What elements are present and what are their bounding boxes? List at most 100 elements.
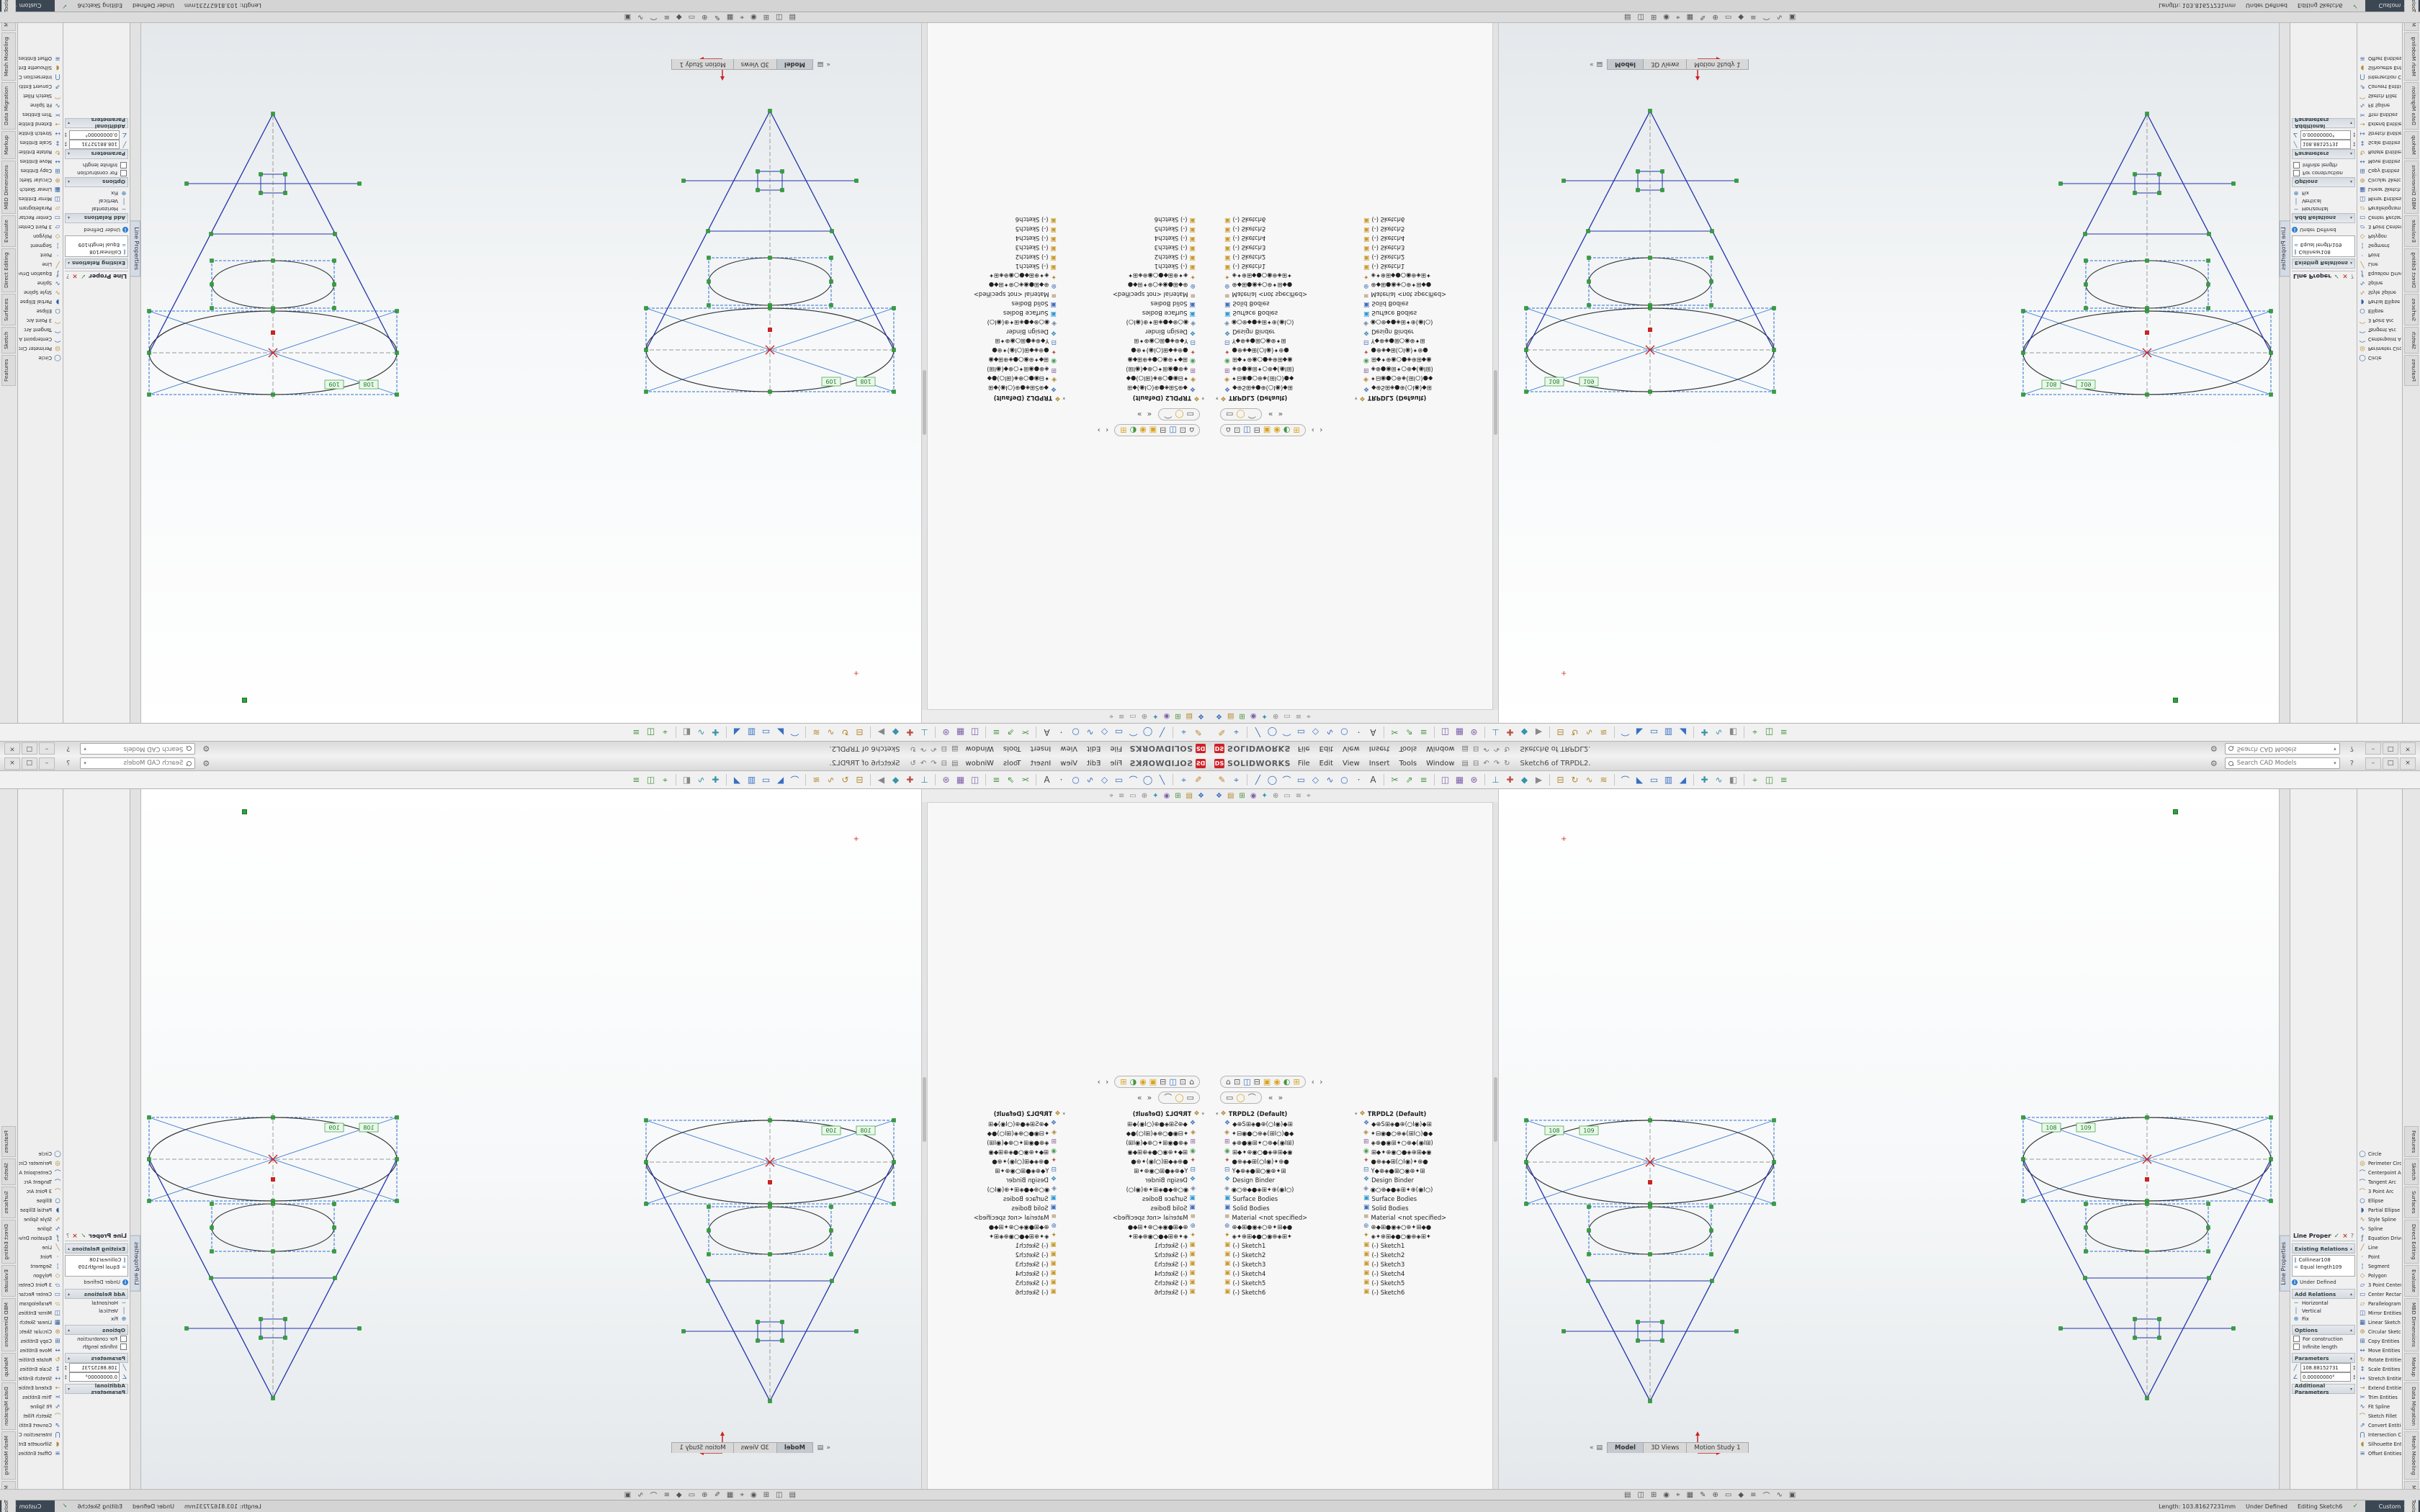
tab-mesh-modeling[interactable]: Mesh Modeling <box>2404 1431 2419 1480</box>
tab-model[interactable]: Model <box>1607 1442 1644 1453</box>
tree-item[interactable]: ▣(-) Sketch4 <box>1355 234 1489 243</box>
tree-item[interactable]: ▣Surface Bodies <box>1216 1194 1350 1203</box>
extrude-icon[interactable]: ⊟ <box>856 727 864 737</box>
tree-item[interactable]: ❖Design Binder <box>931 1175 1065 1184</box>
propertymanager-icon[interactable]: ▤ <box>1186 712 1193 721</box>
pencil-icon[interactable]: ✎ <box>1700 13 1706 22</box>
tree-item[interactable]: ▣(-) Sketch2 <box>1216 253 1350 262</box>
hide-show-items-icon[interactable]: ◐ <box>1129 1077 1137 1086</box>
tree-item[interactable]: ▣Surface Bodies <box>1070 1194 1204 1203</box>
tree-item[interactable]: ⊟Y◆⊕◈●⊞○◉⊕✦⊞ <box>1216 1166 1350 1175</box>
display-relations-icon[interactable]: ⊥ <box>1492 727 1500 737</box>
displaymanager-icon[interactable]: ✦ <box>1152 791 1159 800</box>
tree-item[interactable]: ▣Solid Bodies <box>1216 1203 1350 1212</box>
restore-button[interactable]: □ <box>2383 757 2398 770</box>
tree-item[interactable]: ≡Material <not specified> <box>931 1212 1065 1222</box>
tree-item[interactable]: ✦●⊕◈◆⊞(○I◉)✦⊕● <box>931 1156 1065 1166</box>
swept-icon[interactable]: ∿ <box>1585 727 1593 737</box>
circular-pattern-icon[interactable]: ⊛ <box>942 727 950 737</box>
evaluate-icon[interactable]: ≡ <box>1780 775 1788 785</box>
checkbox[interactable] <box>2293 1336 2300 1342</box>
tab-scroll-icon[interactable]: ▤ <box>817 60 824 68</box>
propertymanager-icon[interactable]: ▤ <box>1227 712 1234 721</box>
zoom-fit-icon[interactable]: ⌂ <box>1226 1077 1231 1086</box>
tree-item[interactable]: ◈✦⊟◉●○⊕◈(⊞I○)●◆ <box>931 374 1065 384</box>
sketch-tool-scale-entities[interactable]: ↕Scale Entities <box>2359 1364 2401 1374</box>
redo-icon[interactable]: ↷ <box>920 759 927 768</box>
zoom-area-icon[interactable]: ⊡ <box>1233 426 1241 435</box>
circle-icon[interactable]: ◯ <box>1267 727 1278 737</box>
parameters-header[interactable]: Parameters ▴ <box>65 1353 128 1363</box>
tree-expander-icon[interactable]: ▾ <box>1355 395 1358 401</box>
instant3d-icon[interactable]: ◧ <box>1729 727 1738 737</box>
sketch-tool-parallelogram[interactable]: ▱Parallelogram <box>19 1299 61 1308</box>
sketch-tool-rotate-entities[interactable]: ↻Rotate Entities <box>19 148 61 157</box>
nav-last-icon[interactable]: » <box>1278 410 1283 419</box>
sketch-tool-offset-entities[interactable]: ≡Offset Entities <box>2359 1449 2401 1458</box>
sketch-tool-stretch-entities[interactable]: ↦Stretch Entities <box>19 1374 61 1383</box>
relation-item[interactable]: ∥ Collinear108 <box>2294 1256 2353 1264</box>
tree-item[interactable]: ▣(-) Sketch1 <box>931 262 1065 271</box>
section-view-icon[interactable]: ⊟ <box>1160 426 1167 435</box>
nav-last-icon[interactable]: » <box>1137 410 1142 419</box>
nav-forward-icon[interactable]: › <box>1097 1077 1101 1086</box>
viewport-icon[interactable]: ◫ <box>776 1490 783 1499</box>
gear-icon[interactable]: ⚙ <box>2210 758 2218 768</box>
tree-root-item[interactable]: ▾❖TRPDL2 (Default) <box>1070 1109 1204 1119</box>
option-infinite-length[interactable]: Infinite length <box>2292 1343 2355 1351</box>
tree-item[interactable]: ◉⊞◆✦⊕◉○●◈⊕⊞◆◉ <box>1216 356 1350 365</box>
tree-item[interactable]: ❖Design Binder <box>1216 1175 1350 1184</box>
mirror-entities-icon[interactable]: ◫ <box>970 775 980 785</box>
filter-icon[interactable]: ▭ <box>1129 712 1137 721</box>
nav-back-icon[interactable]: ‹ <box>1105 1077 1109 1086</box>
existing-relations-list[interactable]: ∥ Collinear108 = Equal length109 <box>65 235 128 257</box>
tree-item[interactable]: ❖Design Binder <box>1355 1175 1489 1184</box>
polygon-icon[interactable]: ◇ <box>1101 727 1108 737</box>
smart-dimension-icon[interactable]: ⌖ <box>1181 774 1186 785</box>
linear-pattern-icon[interactable]: ▦ <box>1455 727 1464 737</box>
cancel-button[interactable]: × <box>2342 1232 2348 1240</box>
filter-icon[interactable]: ▤ <box>1624 1490 1631 1499</box>
close-button[interactable]: × <box>2400 757 2416 770</box>
sphere-icon[interactable]: ◉ <box>1663 13 1670 22</box>
sketch-tool-parallelogram[interactable]: ▱Parallelogram <box>19 204 61 213</box>
pattern-icon[interactable]: ▦ <box>1686 13 1694 22</box>
tree-item[interactable]: ◈◉○⊕◆●◈⊞✦⊕(◉I○) <box>1355 1184 1489 1194</box>
arc-view-icon[interactable]: ⌒ <box>1247 1093 1256 1102</box>
tree-item[interactable]: ≡Material <not specified> <box>1216 290 1350 300</box>
ellipse-icon[interactable]: ○ <box>1340 727 1348 737</box>
rapid-sketch-icon[interactable]: ▶ <box>1535 727 1543 737</box>
additional-parameters-header[interactable]: Additional Parameters ▾ <box>2292 117 2355 130</box>
tree-item[interactable]: ≡Material <not specified> <box>1070 1212 1204 1222</box>
sketch-tool-style-spline[interactable]: ∿Style Spline <box>19 288 61 297</box>
angle-field[interactable]: 0.00000000° <box>2300 130 2352 140</box>
rib-icon[interactable]: ▥ <box>747 727 756 737</box>
loft-icon[interactable]: ≋ <box>812 727 820 737</box>
option-for-construction[interactable]: For construction <box>2292 169 2355 177</box>
sketch-icon[interactable]: ✎ <box>1194 727 1202 737</box>
tree-item[interactable]: ≡Material <not specified> <box>1216 1212 1350 1222</box>
tree-item[interactable]: ✦◈✦⊕⊞◆●○◉⊕◈⊞✦ <box>1070 1231 1204 1241</box>
tree-item[interactable]: ⊕⊕◆⊞●◉◈○⊕✦⊞◆● <box>1216 1222 1350 1231</box>
line-properties-side-tab[interactable]: Line Properties <box>2280 1236 2290 1292</box>
sketch-tool-fit-spline[interactable]: ∿Fit Spline <box>2359 101 2401 110</box>
open-folder-icon[interactable]: ▤ <box>1461 759 1469 768</box>
relation-item[interactable]: ∥ Collinear108 <box>2294 248 2353 256</box>
tree-item[interactable]: ▣(-) Sketch6 <box>1070 1287 1204 1297</box>
tree-item[interactable]: ⊟Y◆⊕◈●⊞○◉⊕✦⊞ <box>1355 1166 1489 1175</box>
rect-icon[interactable]: ▭ <box>688 1490 696 1499</box>
tree-options-icon[interactable]: ≡ <box>1118 791 1125 800</box>
diamond-icon[interactable]: ◆ <box>676 1490 682 1499</box>
sketch-tool-line[interactable]: ╱Line <box>19 1243 61 1252</box>
appearance-icon[interactable]: ⊞ <box>1293 426 1300 435</box>
propertymanager-icon[interactable]: ▤ <box>1186 791 1193 800</box>
angle-field[interactable]: 0.00000000° <box>68 130 120 140</box>
tree-expander-icon[interactable]: ▾ <box>1062 1111 1065 1117</box>
tree-item[interactable]: ❖◆⊕S⊞◈●⊕(○I◉)◆⊞ <box>1070 1119 1204 1128</box>
tab-3d-views[interactable]: 3D Views <box>732 1442 777 1453</box>
circular-pattern-icon[interactable]: ⊛ <box>1470 727 1478 737</box>
tree-item[interactable]: ▣(-) Sketch4 <box>1216 1269 1350 1278</box>
tree-item[interactable]: ▣(-) Sketch2 <box>1355 1250 1489 1259</box>
sketch-tool-scale-entities[interactable]: ↕Scale Entities <box>2359 138 2401 148</box>
ellipse-icon[interactable]: ○ <box>1340 775 1348 785</box>
